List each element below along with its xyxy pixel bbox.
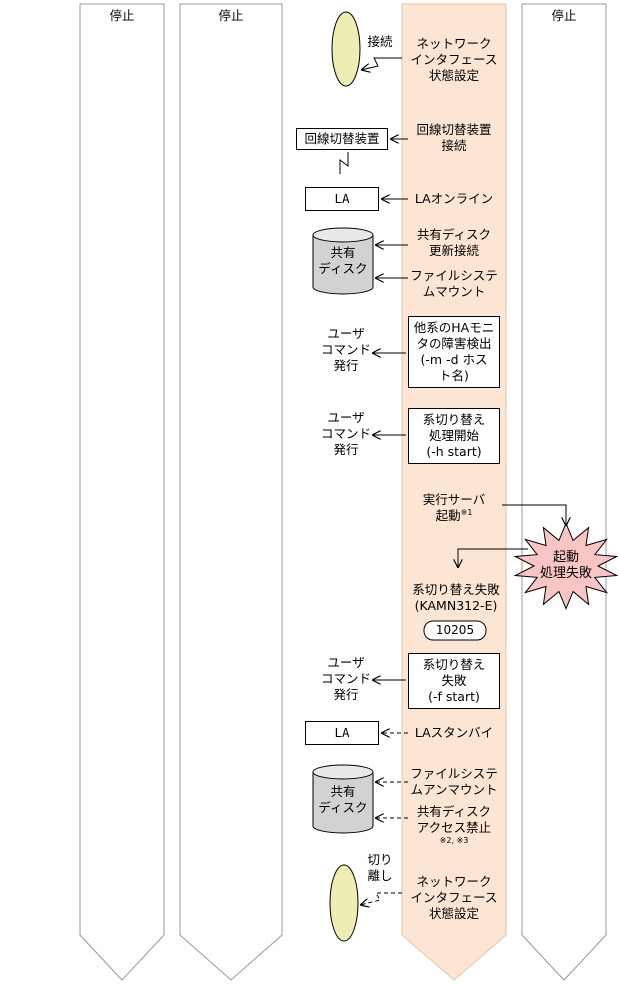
user-command-3: ユーザ コマンド 発行 — [320, 655, 371, 702]
notes-2-3: ※2, ※3 — [439, 836, 469, 845]
lane-5 — [521, 3, 607, 981]
network-interface-setting-2: ネットワーク インタフェース 状態設定 — [410, 874, 498, 921]
detach-lightning-2 — [360, 892, 402, 905]
detach-label: 切り 離し — [367, 852, 393, 883]
network-interface-setting-1: ネットワーク インタフェース 状態設定 — [410, 36, 498, 83]
user-command-2: ユーザ コマンド 発行 — [320, 410, 371, 457]
la-box-1: LA — [305, 187, 379, 211]
arrow-start-fail — [458, 548, 528, 568]
lane-4-active — [401, 3, 507, 981]
fs-unmount: ファイルシステ ムアンマウント — [410, 766, 498, 797]
start-failure-starburst — [513, 522, 619, 610]
connect-label: 接続 — [367, 34, 393, 49]
error-code-pill — [423, 620, 487, 641]
network-interface-oval-2 — [329, 864, 359, 942]
lane-5-label: 停止 — [551, 8, 577, 23]
shared-disk-cylinder-1 — [312, 227, 374, 295]
disk-update-connect: 共有ディスク 更新接続 — [416, 227, 492, 258]
connect-lightning-1 — [361, 57, 402, 70]
shared-disk-label-1: 共有 ディスク — [318, 245, 368, 276]
fs-mount: ファイルシステ ムマウント — [410, 268, 498, 299]
user-command-1: ユーザ コマンド 発行 — [320, 326, 371, 373]
la-online: LAオンライン — [414, 191, 494, 206]
arrow-server-start — [502, 504, 566, 526]
disk-access-ban: 共有ディスク アクセス禁止 — [416, 804, 492, 835]
lane-1-label: 停止 — [109, 8, 135, 23]
network-interface-oval-1 — [331, 11, 361, 87]
line-switch-connect: 回線切替装置 接続 — [416, 122, 492, 153]
switch-fail-box: 系切り替え 失敗 (-f start) — [408, 653, 500, 709]
server-start: 実行サーバ 起動※1 — [422, 492, 486, 523]
lane-2-label: 停止 — [218, 8, 244, 23]
switch-start-box: 系切り替え 処理開始 (-h start) — [408, 408, 500, 464]
shared-disk-cylinder-2 — [312, 764, 374, 834]
shared-disk-label-2: 共有 ディスク — [318, 784, 368, 815]
la-box-2: LA — [305, 721, 379, 745]
error-code: 10205 — [435, 623, 475, 637]
switch-fail-message: 系切り替え失敗 (KAMN312-E) — [412, 582, 500, 613]
ha-fault-detect-box: 他系のHAモニ タの障害検出 (-m -d ホス ト名) — [408, 316, 500, 388]
start-fail-label: 起動 処理失敗 — [539, 550, 592, 581]
lane-2 — [179, 3, 283, 981]
switch-device-lightning — [339, 152, 349, 174]
line-switch-device-box: 回線切替装置 — [296, 128, 388, 150]
lane-1 — [79, 3, 165, 981]
note-1: ※1 — [460, 507, 473, 517]
la-standby: LAスタンバイ — [414, 725, 494, 740]
